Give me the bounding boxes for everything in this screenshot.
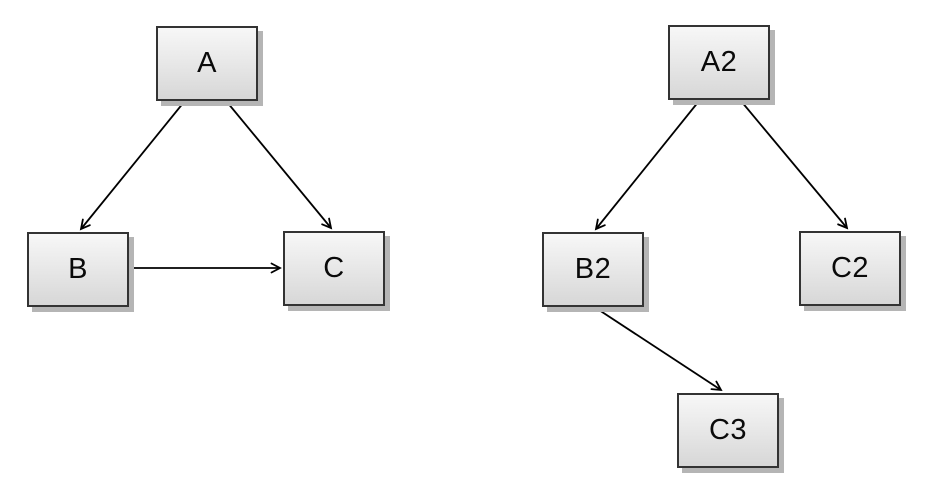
node-C2[interactable]: C2 — [799, 231, 901, 306]
node-C3-label: C3 — [708, 414, 748, 446]
edge-A-to-C — [226, 101, 333, 230]
node-C3[interactable]: C3 — [677, 393, 779, 468]
edge-A2-to-B2 — [594, 100, 700, 231]
node-B2-label: B2 — [574, 253, 612, 285]
edge-A-to-B — [79, 101, 185, 231]
node-B2[interactable]: B2 — [542, 232, 644, 307]
node-A[interactable]: A — [156, 26, 258, 101]
node-C-label: C — [323, 252, 345, 284]
node-C[interactable]: C — [283, 231, 385, 306]
node-B-label: B — [68, 253, 88, 285]
edge-B2-to-C3 — [595, 307, 723, 392]
node-A2-label: A2 — [700, 46, 738, 78]
node-A-label: A — [197, 47, 217, 79]
node-A2[interactable]: A2 — [668, 25, 770, 100]
edge-A2-to-C2 — [740, 100, 849, 230]
node-B[interactable]: B — [27, 232, 129, 307]
node-C2-label: C2 — [830, 252, 870, 284]
